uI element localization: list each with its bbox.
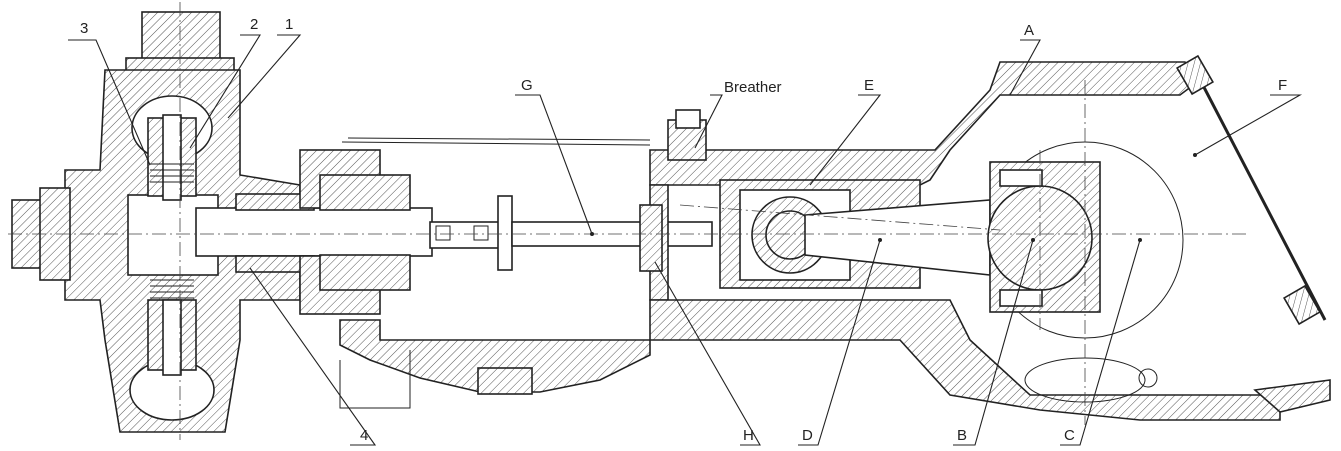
top-valve-cap xyxy=(141,11,221,61)
label-4: 4 xyxy=(360,427,368,444)
label-2: 2 xyxy=(250,16,258,33)
label-3: 3 xyxy=(80,20,88,37)
oil-seal xyxy=(639,204,663,272)
label-breather: Breather xyxy=(724,79,782,96)
leader-lines xyxy=(68,34,1303,446)
crankcase-housing xyxy=(639,54,1331,421)
label-a: A xyxy=(1024,22,1034,39)
label-e: E xyxy=(864,77,874,94)
label-d: D xyxy=(802,427,813,444)
distance-piece-frame xyxy=(339,137,651,409)
label-c: C xyxy=(1064,427,1075,444)
label-h: H xyxy=(743,427,754,444)
label-1: 1 xyxy=(285,16,293,33)
label-f: F xyxy=(1278,77,1287,94)
label-g: G xyxy=(521,77,533,94)
plunger xyxy=(195,207,433,257)
part-labels: 3 2 1 4 G Breather E A F H D B C xyxy=(80,16,1287,444)
center-points xyxy=(590,153,1197,242)
label-b: B xyxy=(957,427,967,444)
plunger-assembly xyxy=(195,149,513,315)
centerlines xyxy=(8,2,1250,440)
